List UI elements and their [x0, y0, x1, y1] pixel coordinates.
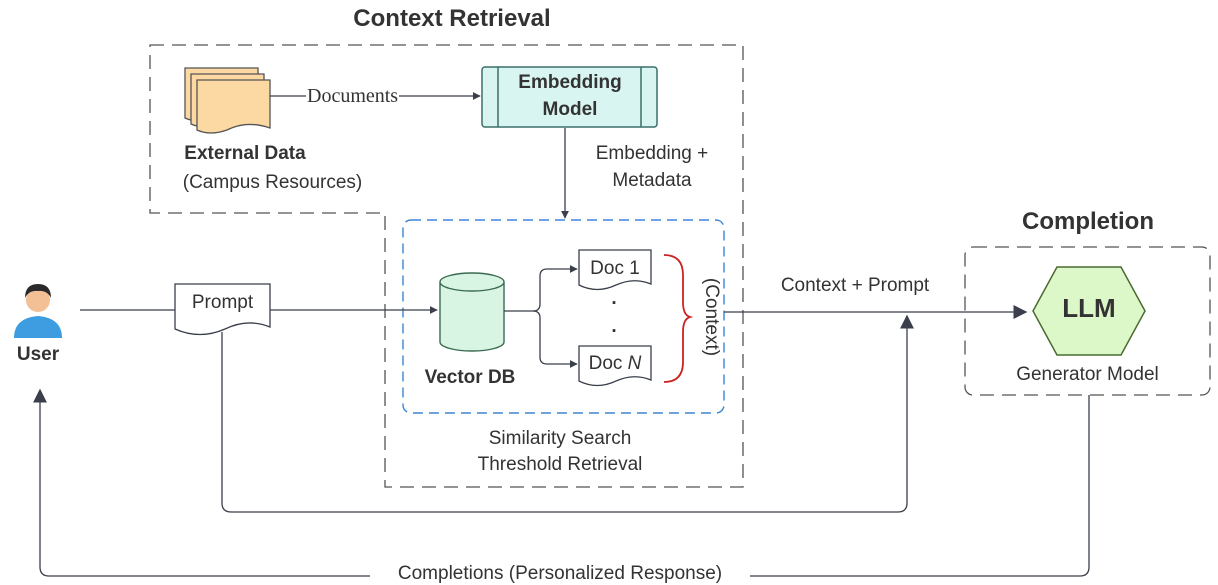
embedding-metadata-label-line1: Embedding + [595, 143, 709, 164]
retrieval-branch-edge-n [532, 310, 578, 368]
embedding-model-label-line1: Embedding [518, 72, 622, 93]
external-data-documents-icon [184, 67, 271, 134]
ellipsis-dot-1: . [611, 288, 617, 309]
external-data-subtitle: (Campus Resources) [182, 172, 363, 193]
completions-edge-label: Completions (Personalized Response) [370, 563, 750, 585]
retrieval-branch-edge [504, 265, 578, 312]
similarity-search-label-line1: Similarity Search [488, 428, 632, 449]
completion-title: Completion [1022, 208, 1154, 235]
completion-region [964, 246, 1211, 396]
llm-label: LLM [1062, 293, 1116, 323]
doc-1-node [578, 249, 652, 291]
prompt-label: Prompt [191, 292, 254, 313]
context-prompt-label: Context + Prompt [780, 275, 930, 296]
vector-search-region [402, 219, 725, 414]
doc-n-node [578, 345, 652, 387]
embedding-metadata-label-line2: Metadata [612, 170, 692, 191]
user-icon [14, 284, 62, 338]
context-brace [663, 254, 694, 383]
similarity-search-label-line2: Threshold Retrieval [477, 454, 643, 475]
embedding-model-box [481, 66, 658, 128]
doc-n-prefix: Doc [588, 353, 628, 374]
vector-db-label: Vector DB [424, 367, 516, 388]
llm-hexagon [1032, 266, 1146, 356]
embedding-model-label-line2: Model [542, 99, 598, 120]
prompt-node [174, 283, 271, 336]
context-retrieval-region [149, 44, 744, 488]
context-retrieval-title: Context Retrieval [353, 5, 551, 32]
doc-1-label: Doc 1 [590, 258, 640, 279]
context-brace-label: (Context) [701, 277, 722, 357]
ellipsis-dot-2: . [611, 316, 617, 337]
completions-edge [33, 388, 1090, 577]
documents-edge-label: Documents [306, 85, 400, 108]
doc-n-var: N [627, 353, 642, 374]
generator-model-label: Generator Model [1016, 364, 1159, 385]
vector-db-cylinder [439, 272, 505, 352]
user-label: User [16, 344, 60, 365]
external-data-title: External Data [184, 143, 306, 164]
prompt-bypass-edge [221, 314, 914, 513]
doc-n-label: Doc N [579, 353, 651, 375]
